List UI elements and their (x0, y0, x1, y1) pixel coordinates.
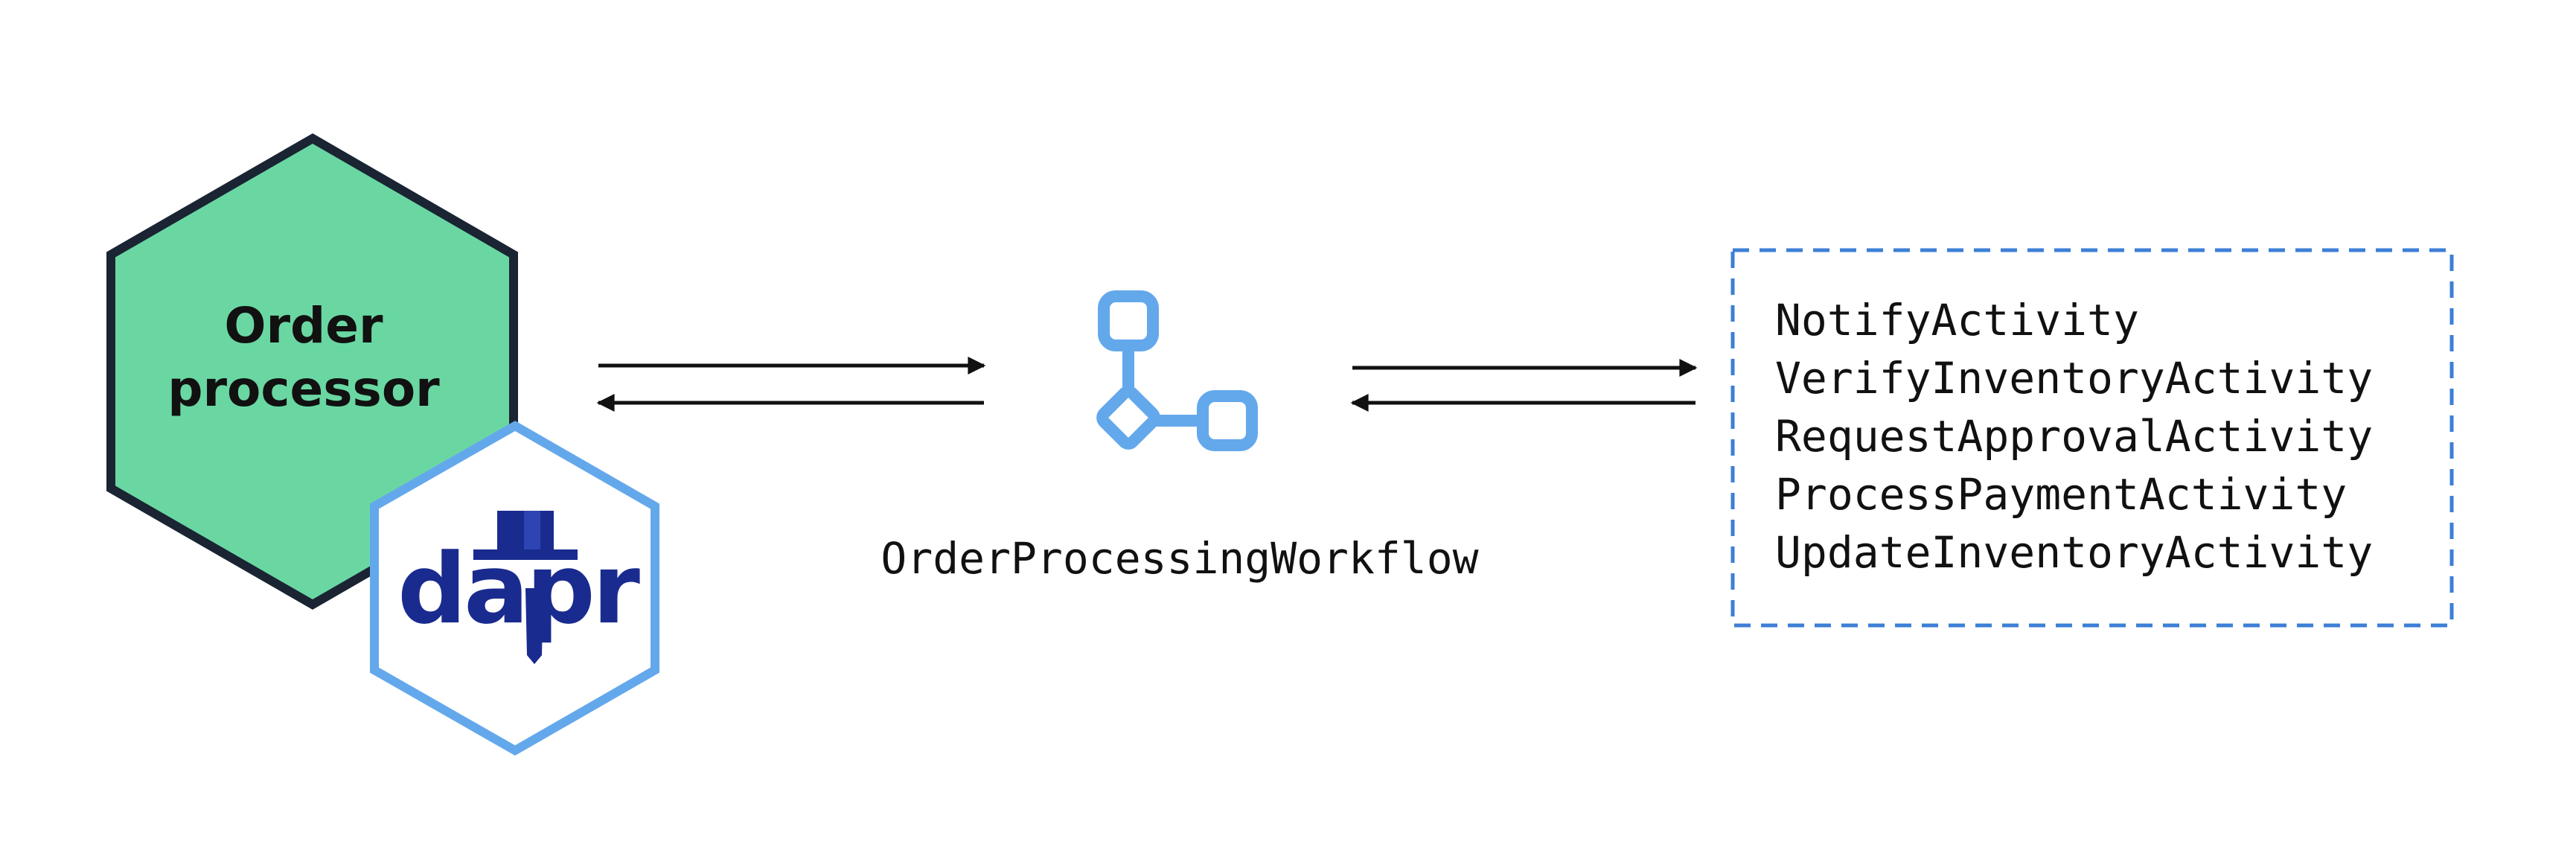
workflow-name: OrderProcessingWorkflow (880, 533, 1478, 584)
workflow-node-right (1197, 390, 1258, 451)
workflow-node-top (1098, 290, 1159, 351)
activities-border (1730, 248, 2454, 628)
dapr-hat-brim (473, 549, 578, 560)
dapr-hexagon (370, 421, 659, 756)
dapr-hat-shade (524, 511, 540, 551)
workflow-icon (1096, 290, 1258, 451)
dapr-logo: dapr (397, 511, 643, 664)
workflow-activities-arrows (1350, 359, 1698, 412)
service-label-line2: processor (167, 360, 440, 418)
activity-item: UpdateInventoryActivity (1775, 527, 2373, 578)
dapr-sidecar: dapr (370, 421, 659, 756)
dapr-logo-text: dapr (397, 532, 640, 646)
activity-item: VerifyInventoryActivity (1775, 353, 2373, 404)
activity-item: RequestApprovalActivity (1775, 411, 2373, 462)
dapr-tie (525, 588, 543, 664)
service-label-line1: Order (224, 297, 383, 354)
workflow-node-diamond (1096, 386, 1160, 450)
activity-item: NotifyActivity (1775, 295, 2139, 345)
activity-item: ProcessPaymentActivity (1775, 469, 2347, 520)
activities-box: NotifyActivity VerifyInventoryActivity R… (1730, 248, 2454, 628)
service-workflow-arrows (596, 357, 986, 412)
